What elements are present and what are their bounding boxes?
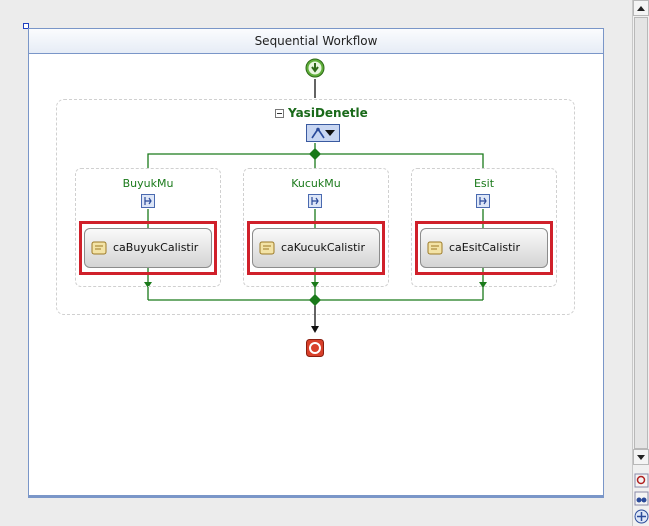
activity-label: caBuyukCalistir: [113, 241, 199, 254]
parallel-activity-title: YasiDenetle: [288, 106, 368, 120]
workflow-title: Sequential Workflow: [29, 29, 603, 54]
highlight-box: [247, 221, 385, 275]
activity-label: caEsitCalistir: [449, 241, 520, 254]
if-else-branch-icon: [141, 194, 155, 208]
scroll-up-button[interactable]: [633, 0, 649, 16]
stop-icon: [306, 339, 324, 357]
chevron-down-icon: [325, 130, 335, 136]
branch-kucukmu[interactable]: [243, 168, 389, 287]
workflow-frame-bottom-border: [29, 495, 603, 497]
code-activity-caesitcalistir[interactable]: caEsitCalistir: [420, 228, 548, 268]
branch-label: Esit: [473, 177, 495, 190]
arrow-down-icon: [637, 455, 645, 460]
pan-icon[interactable]: [634, 509, 649, 524]
collapse-icon[interactable]: [275, 109, 284, 118]
if-else-branch-icon: [476, 194, 490, 208]
workflow-designer-surface[interactable]: Sequential Workflow: [0, 0, 632, 526]
branch-esit[interactable]: [411, 168, 557, 287]
scroll-thumb[interactable]: [634, 17, 648, 449]
highlight-box: [415, 221, 553, 275]
arrow-up-icon: [637, 6, 645, 11]
start-icon: [305, 58, 325, 78]
code-activity-icon: [91, 241, 107, 255]
parallel-icon: [311, 127, 325, 139]
highlight-box: [79, 221, 217, 275]
branch-label: KucukMu: [291, 177, 341, 190]
zoom-icon[interactable]: [634, 473, 649, 488]
code-activity-cabuyukcalistir[interactable]: caBuyukCalistir: [84, 228, 212, 268]
binoculars-icon[interactable]: [634, 491, 649, 506]
selection-handle[interactable]: [23, 23, 29, 29]
code-activity-cakucukcalistir[interactable]: caKucukCalistir: [252, 228, 380, 268]
code-activity-icon: [427, 241, 443, 255]
branch-label: BuyukMu: [122, 177, 174, 190]
vertical-scrollbar[interactable]: [632, 0, 649, 526]
scroll-down-button[interactable]: [633, 449, 649, 465]
branch-buyukmu[interactable]: [75, 168, 221, 287]
if-else-branch-icon: [308, 194, 322, 208]
parallel-activity-dropdown[interactable]: [306, 124, 340, 142]
activity-label: caKucukCalistir: [281, 241, 365, 254]
code-activity-icon: [259, 241, 275, 255]
